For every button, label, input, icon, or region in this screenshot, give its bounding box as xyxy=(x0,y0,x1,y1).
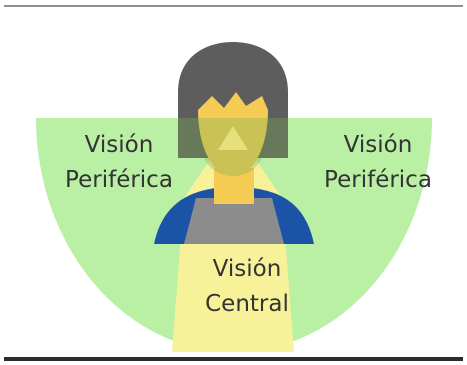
right-label-line1: Visión xyxy=(344,132,413,158)
top-divider xyxy=(4,5,463,7)
face-cone-overlap xyxy=(218,126,248,150)
center-label-line1: Visión xyxy=(213,256,282,282)
person-icon xyxy=(154,42,314,244)
right-label-line2: Periférica xyxy=(324,167,432,193)
center-label-line2: Central xyxy=(205,291,289,317)
left-label-line2: Periférica xyxy=(65,167,173,193)
left-label-line1: Visión xyxy=(85,132,154,158)
bottom-divider xyxy=(4,357,463,361)
shirt xyxy=(184,198,284,244)
